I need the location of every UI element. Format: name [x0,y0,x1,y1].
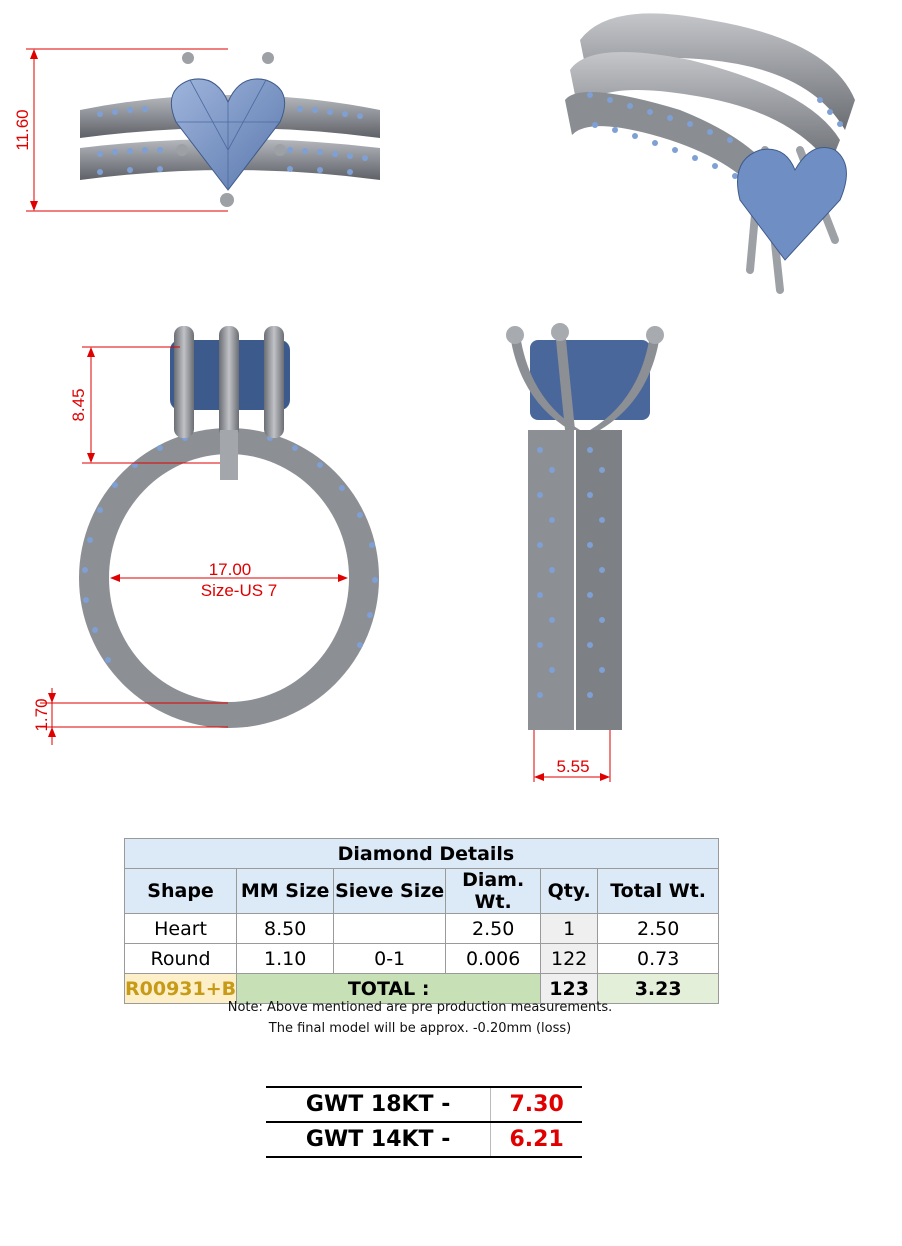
total-label: TOTAL : [236,973,542,1004]
pave-stones-perspective [587,92,843,179]
table-total-row: R00931+B TOTAL : 123 3.23 [123,973,720,1004]
note-line-1: Note: Above mentioned are pre production… [227,1000,613,1015]
cell-total-wt: 2.50 [597,913,720,944]
total-qty: 123 [540,973,599,1004]
cell-mm-size: 1.10 [236,943,335,974]
side-view-drawing: 5.55 [506,323,664,782]
heart-gem-perspective [737,147,847,261]
profile-view-drawing: 8.45 17.00 Size-US 7 1.70 [32,326,379,745]
cell-sieve-size [333,913,447,944]
table-row: Round 1.10 0-1 0.006 122 0.73 [123,943,720,974]
col-header: Sieve Size [333,868,447,914]
pave-stones-front [97,106,368,175]
cell-mm-size: 8.50 [236,913,335,944]
cell-shape: Round [123,943,238,974]
cell-qty: 122 [540,943,599,974]
col-header: Diam. Wt. [445,868,542,914]
gwt-value: 7.30 [490,1088,582,1121]
gwt-row-14kt: GWT 14KT - 6.21 [266,1121,582,1158]
design-code: R00931+B [123,973,238,1004]
table-header-row: Shape MM Size Sieve Size Diam. Wt. Qty. … [123,868,720,914]
dimension-height-top [26,48,228,212]
prongs-side [506,323,664,430]
col-header: Qty. [540,868,599,914]
prongs-front [176,52,286,207]
gross-weight-table: GWT 18KT - 7.30 GWT 14KT - 6.21 [266,1086,582,1158]
gwt-label: GWT 14KT - [305,1127,451,1152]
dimension-height-top-label: 11.60 [13,109,32,150]
perspective-view-drawing [565,13,855,294]
gwt-label: GWT 18KT - [305,1092,451,1117]
note-line-2: The final model will be approx. -0.20mm … [268,1021,572,1036]
cell-total-wt: 0.73 [597,943,720,974]
cell-diam-wt: 0.006 [445,943,542,974]
col-header: MM Size [236,868,335,914]
front-view-drawing: 11.60 [13,48,380,212]
dimension-prong-height-label: 8.45 [69,388,88,421]
gwt-value: 6.21 [490,1123,582,1156]
band-right [576,430,622,730]
col-header: Total Wt. [597,868,720,914]
ring-size-label: Size-US 7 [201,581,278,600]
diamond-details-table: Diamond Details Shape MM Size Sieve Size… [123,838,720,1004]
band-left [528,430,574,730]
cell-sieve-size: 0-1 [333,943,447,974]
prongs-profile [174,326,284,438]
table-title: Diamond Details [333,838,720,869]
pave-stones-side [537,447,605,698]
table-row: Heart 8.50 2.50 1 2.50 [123,913,720,944]
pave-stones-profile [82,435,378,663]
cell-qty: 1 [540,913,599,944]
dimension-band-thickness-label: 1.70 [32,698,51,731]
dimension-band-width-label: 5.55 [556,757,589,776]
total-weight: 3.23 [597,973,720,1004]
cell-diam-wt: 2.50 [445,913,542,944]
col-header: Shape [123,868,238,914]
cell-shape: Heart [123,913,238,944]
dimension-inner-diameter-label: 17.00 [209,560,252,579]
gwt-row-18kt: GWT 18KT - 7.30 [266,1086,582,1121]
